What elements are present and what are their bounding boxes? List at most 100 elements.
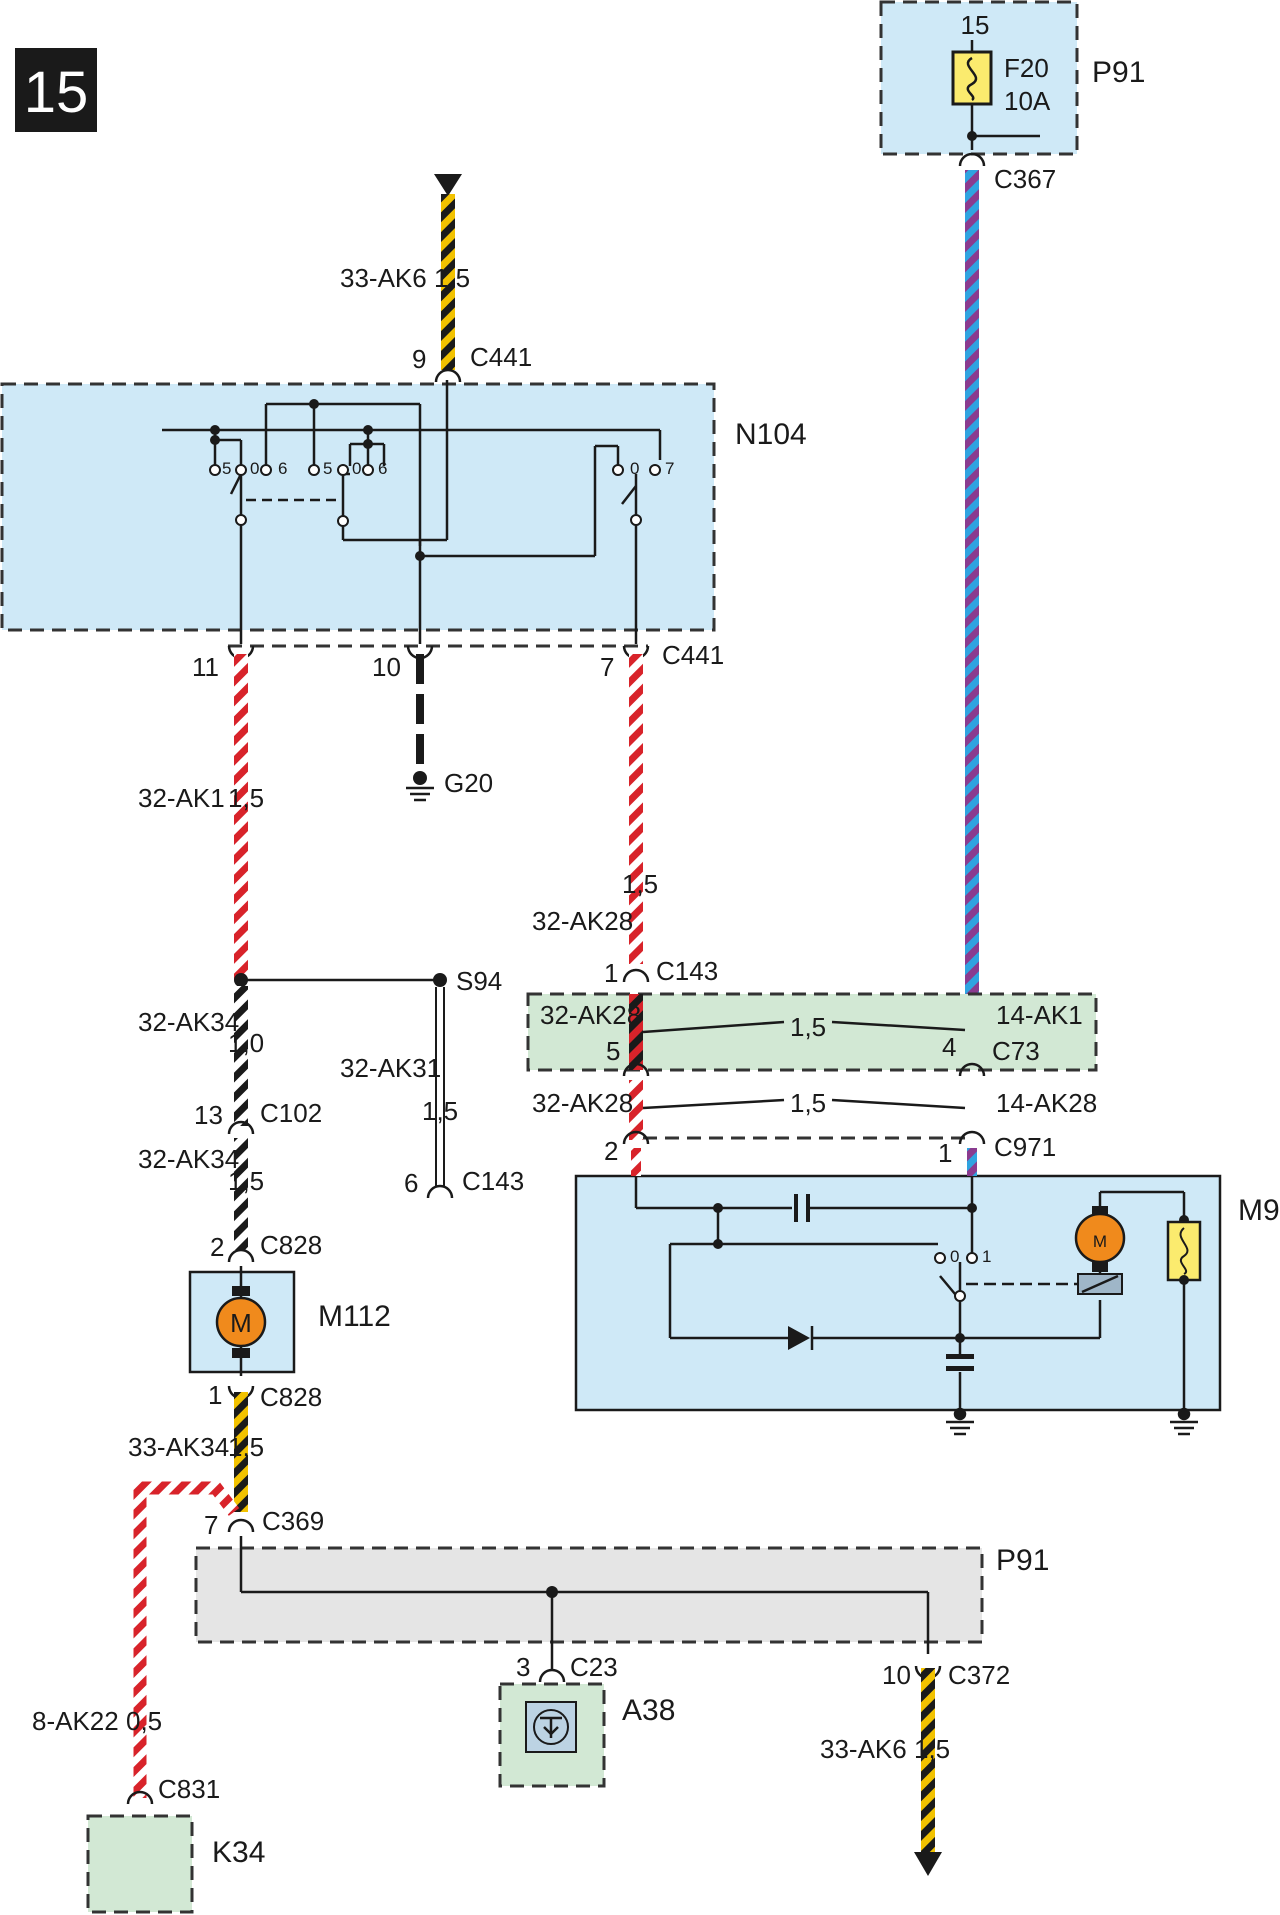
c73-wire-size: 1,5 <box>790 1012 826 1042</box>
wire-8-ak22 <box>133 1481 240 1798</box>
wire-33-ak34-size: 1,5 <box>228 1432 264 1462</box>
p91-bottom-label: P91 <box>996 1544 1049 1577</box>
c828-top-pin: 2 <box>210 1232 224 1262</box>
m9-ground-left-icon <box>946 1407 974 1436</box>
p91-bottom-box <box>194 1546 984 1644</box>
wire-32-ak28-upper <box>629 654 643 964</box>
wire-32-ak31-size: 1,5 <box>422 1096 458 1126</box>
wire-33-ak6-bottom <box>921 1668 935 1856</box>
wire-32-ak34-a-size: 1,0 <box>228 1028 264 1058</box>
n104-box <box>0 382 716 632</box>
c971-pin2: 2 <box>604 1136 618 1166</box>
c441-pin11: 11 <box>192 652 219 682</box>
c102-label: C102 <box>260 1098 322 1128</box>
c441-top-connector-icon <box>434 368 462 383</box>
c831-label: C831 <box>158 1774 220 1804</box>
c73-pin4-connector-icon <box>958 1062 986 1077</box>
wire-8-ak22-id: 8-AK22 <box>32 1706 119 1736</box>
m9-switch-pos-1: 1 <box>982 1247 991 1266</box>
wire-32-ak1-id: 32-AK1 <box>138 783 225 813</box>
wire-33-ak6-top <box>441 194 455 370</box>
wire-8-ak22-size: 0,5 <box>126 1706 162 1736</box>
wire-32-ak34-b-size: 1,5 <box>228 1166 264 1196</box>
c73-pin5-connector-icon <box>622 1062 650 1077</box>
diode-icon <box>788 1326 810 1350</box>
n104-pos-left-6: 6 <box>278 459 287 478</box>
wire-blue-purple <box>965 170 979 1012</box>
c143-top-label: C143 <box>656 956 718 986</box>
wire-32-ak34-b-id: 32-AK34 <box>138 1144 239 1174</box>
m112-motor-icon <box>215 1296 267 1348</box>
wire-32-ak28-upper-id: 32-AK28 <box>532 906 633 936</box>
a38-label: A38 <box>622 1694 675 1727</box>
n104-pos-right-0: 0 <box>630 459 639 478</box>
k34-box <box>86 1814 194 1914</box>
m9-ground-right-icon <box>1170 1407 1198 1436</box>
c441-top-pin: 9 <box>412 344 426 374</box>
c143-s94-pin: 6 <box>404 1168 418 1198</box>
c102-pin: 13 <box>194 1100 223 1130</box>
c828-bottom-pin: 1 <box>208 1380 222 1410</box>
fuse-f20-name: F20 <box>1004 53 1049 83</box>
wire-32-ak28-upper-size: 1,5 <box>622 869 658 899</box>
c23-connector-icon <box>538 1668 566 1683</box>
c23-label: C23 <box>570 1652 618 1682</box>
wire-33-ak6-bottom-id: 33-AK6 <box>820 1734 907 1764</box>
wire-32-ak1-size: 1,5 <box>228 783 264 813</box>
wire-32-ak28-lower-id: 32-AK28 <box>532 1088 633 1118</box>
wire-32-ak28-lower-size: 1,5 <box>790 1088 826 1118</box>
k34-label: K34 <box>212 1836 265 1869</box>
n104-pos-mid-6: 6 <box>378 459 387 478</box>
n104-pos-mid-5: 5 <box>323 459 332 478</box>
c372-label: C372 <box>948 1660 1010 1690</box>
wire-32-ak34-b <box>234 1138 248 1250</box>
m9-label: M9 <box>1238 1194 1280 1227</box>
c441-pin10: 10 <box>372 652 401 682</box>
n104-label: N104 <box>735 418 807 451</box>
n104-pos-left-5: 5 <box>222 459 231 478</box>
page-number: 15 <box>24 60 89 125</box>
arrow-down-bottom-icon <box>914 1852 942 1876</box>
c369-label: C369 <box>262 1506 324 1536</box>
page-number-badge <box>15 48 97 132</box>
wire-32-ak31 <box>435 987 445 1186</box>
c102-connector-icon <box>227 1120 255 1135</box>
c828-top-label: C828 <box>260 1230 322 1260</box>
wire-c73-left <box>629 994 643 1070</box>
wire-32-ak34-a <box>234 986 248 1126</box>
c73-pin4: 4 <box>942 1032 956 1062</box>
wire-33-ak6-top-id: 33-AK6 <box>340 263 427 293</box>
wire-32-ak28-lower <box>629 1080 643 1140</box>
c73-right-wire-id: 14-AK1 <box>996 1000 1083 1030</box>
c143-top-pin: 1 <box>604 958 618 988</box>
wire-32-ak31-id: 32-AK31 <box>340 1053 441 1083</box>
c372-pin: 10 <box>882 1660 911 1690</box>
m112-label: M112 <box>318 1300 391 1333</box>
c143-s94-connector-icon <box>426 1184 454 1199</box>
wire-33-ak6-top-size: 1,5 <box>434 263 470 293</box>
c73-box <box>526 992 1098 1072</box>
fuse-pin-label: 15 <box>961 10 990 40</box>
c369-pin: 7 <box>204 1510 218 1540</box>
c971-pin1-connector-icon <box>958 1130 986 1145</box>
c441-top-label: C441 <box>470 342 532 372</box>
c831-connector-icon <box>126 1790 154 1805</box>
c367-label: C367 <box>994 164 1056 194</box>
wire-14-ak28-id: 14-AK28 <box>996 1088 1097 1118</box>
s94-label: S94 <box>456 966 502 996</box>
capacitor-icon <box>794 1194 798 1222</box>
wire-32-ak34-a-id: 32-AK34 <box>138 1007 239 1037</box>
c73-pin5: 5 <box>606 1036 620 1066</box>
m9-motor-letter: M <box>1093 1232 1107 1251</box>
wire-33-ak6-bottom-size: 1,5 <box>914 1734 950 1764</box>
m9-motor-icon <box>1074 1212 1126 1264</box>
n104-contacts <box>209 464 661 527</box>
c441-bottom-label: C441 <box>662 640 724 670</box>
capacitor-lower-icon <box>946 1354 974 1359</box>
c828-bottom-label: C828 <box>260 1382 322 1412</box>
c971-pin1: 1 <box>938 1138 952 1168</box>
wire-33-ak34-id: 33-AK34 <box>128 1432 229 1462</box>
m9-switch-pos-0: 0 <box>950 1247 959 1266</box>
wire-m9-blue-stub <box>967 1148 977 1176</box>
